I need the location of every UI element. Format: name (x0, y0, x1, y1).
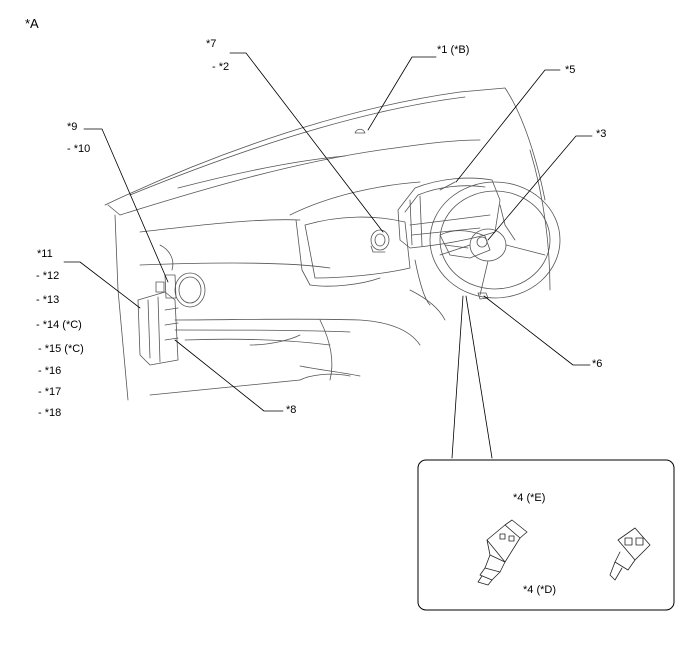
callout-10: - *10 (67, 143, 91, 155)
stop-light-switch-mount (477, 292, 489, 300)
callout-15: - *15 (*C) (38, 343, 84, 355)
callout-13: - *13 (36, 294, 60, 306)
callout-8: *8 (286, 404, 297, 416)
switch-connector-d (477, 519, 528, 586)
dashboard-outline (104, 87, 551, 401)
callout-4-d: *4 (*D) (523, 584, 557, 596)
callout-11: *11 (37, 248, 53, 260)
ecu-module (137, 274, 179, 366)
left-vent (174, 272, 206, 308)
callout-7: *7 (206, 38, 217, 50)
center-knob (370, 229, 390, 253)
dashboard-sensor (354, 128, 366, 134)
callout-16: - *16 (38, 365, 62, 377)
steering-switch (439, 230, 491, 259)
callout-3: *3 (596, 128, 607, 140)
callout-1: *1 (*B) (437, 44, 470, 56)
callout-17: - *17 (38, 386, 62, 398)
callout-4-e: *4 (*E) (513, 492, 546, 504)
switch-connector-e (609, 527, 651, 581)
center-display (304, 216, 411, 279)
callout-5: *5 (565, 64, 576, 76)
callout-14: - *14 (*C) (36, 319, 82, 331)
callout-9: *9 (67, 121, 78, 133)
callout-2: - *2 (212, 61, 230, 73)
callout-6: *6 (592, 358, 603, 370)
steering-wheel (429, 181, 561, 299)
callout-18: - *18 (38, 407, 62, 419)
view-label: *A (25, 16, 39, 31)
callout-12: - *12 (36, 270, 60, 282)
